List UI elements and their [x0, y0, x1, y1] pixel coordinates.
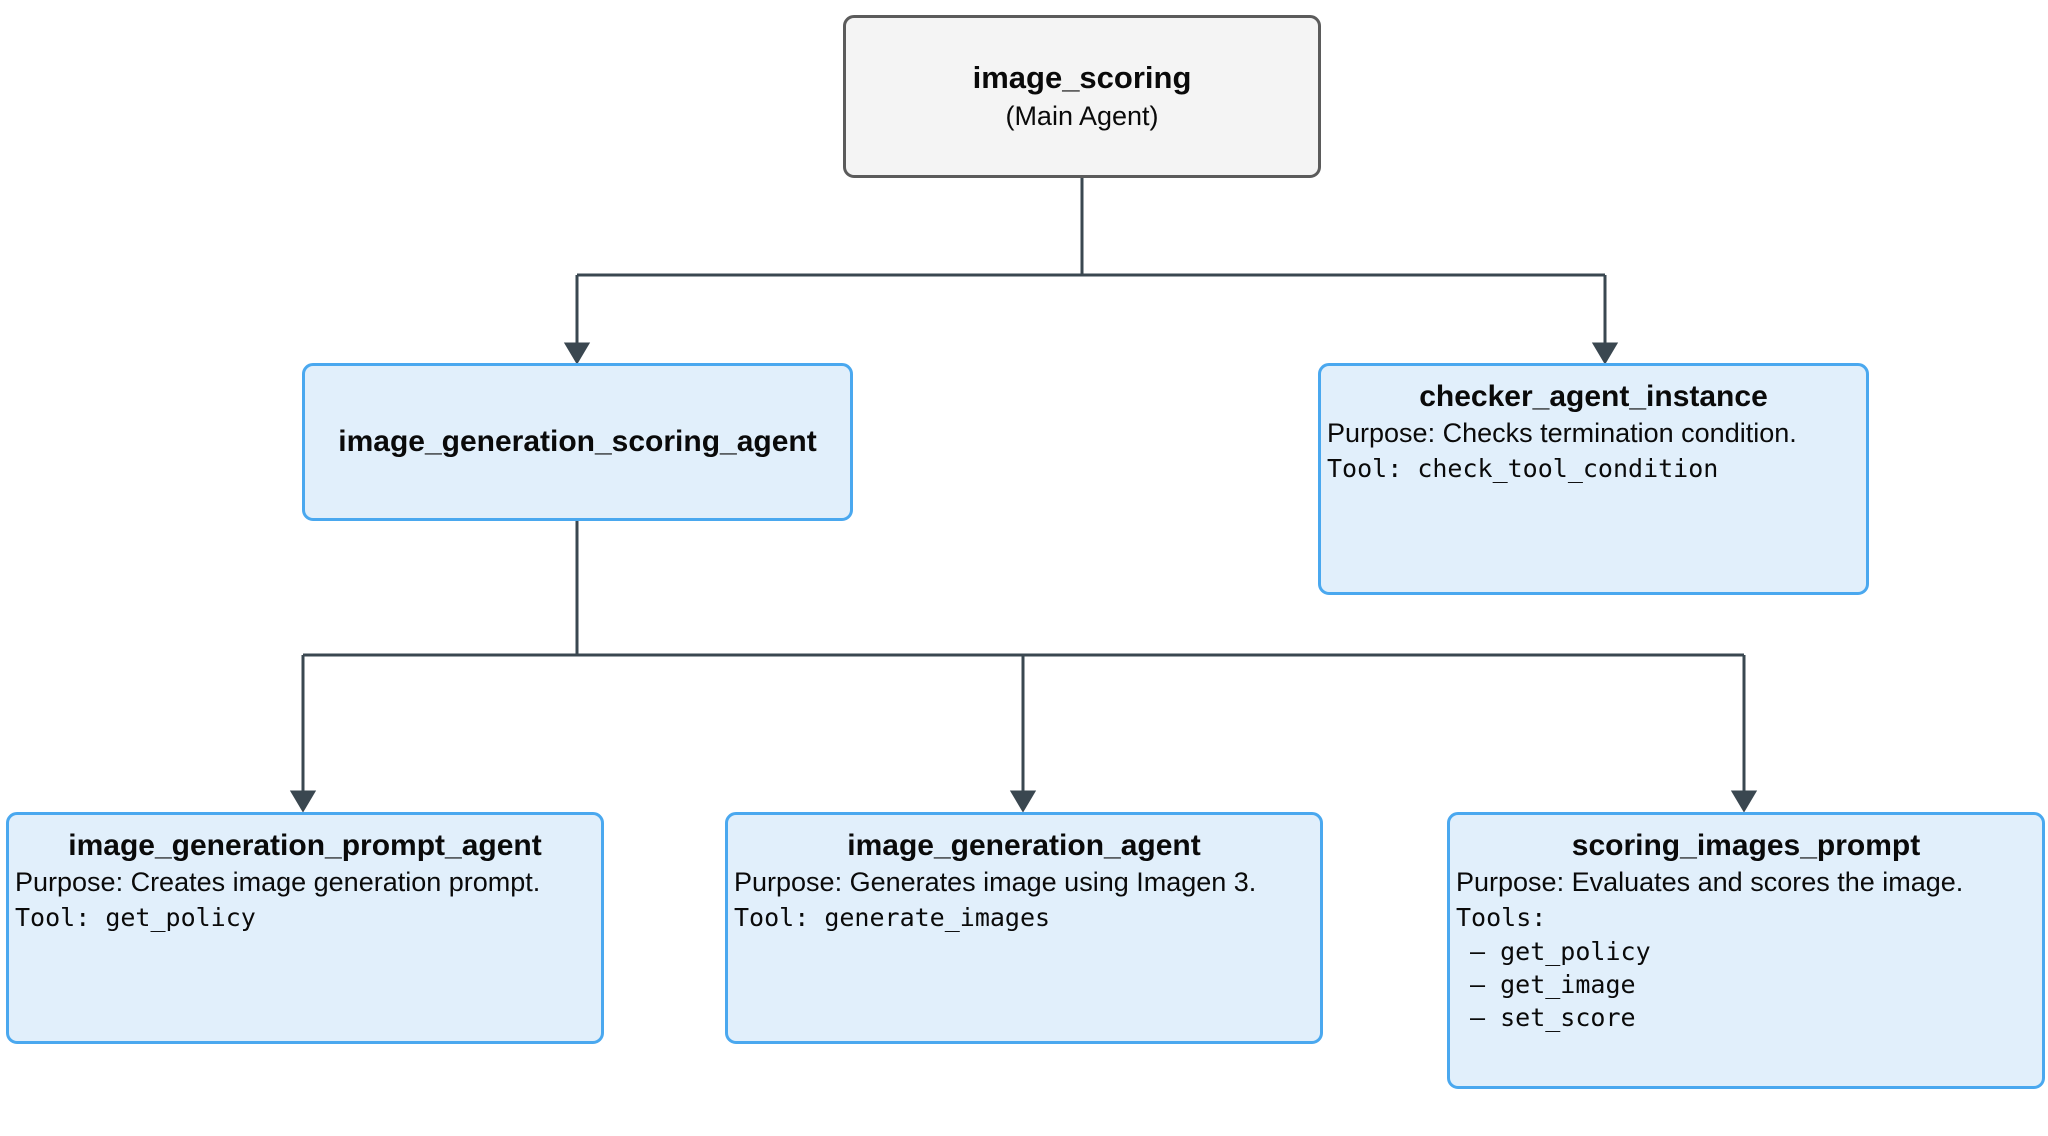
- node-title-image-scoring: image_scoring: [972, 59, 1192, 95]
- node-image-scoring[interactable]: image_scoring (Main Agent): [843, 15, 1321, 178]
- node-body-scoring-prompt: Purpose: Evaluates and scores the image.…: [1450, 863, 2042, 1034]
- tool-label-generation-agent: Tool:: [734, 903, 825, 933]
- node-title-image-generation-prompt-agent: image_generation_prompt_agent: [68, 829, 542, 862]
- node-purpose-scoring-prompt: Purpose: Evaluates and scores the image.: [1456, 866, 1964, 897]
- node-body-generation-agent: Purpose: Generates image using Imagen 3.…: [728, 863, 1320, 935]
- tool-item-get-image: – get_image: [1470, 969, 1636, 999]
- node-purpose-generation-agent: Purpose: Generates image using Imagen 3.: [734, 866, 1257, 897]
- node-image-generation-agent[interactable]: image_generation_agent Purpose: Generate…: [725, 812, 1323, 1044]
- tool-item-set-score: – set_score: [1470, 1002, 1636, 1032]
- node-image-generation-prompt-agent[interactable]: image_generation_prompt_agent Purpose: C…: [6, 812, 604, 1044]
- node-tool-checker: Tool: check_tool_condition: [1327, 453, 1860, 486]
- node-scoring-images-prompt[interactable]: scoring_images_prompt Purpose: Evaluates…: [1447, 812, 2045, 1089]
- node-purpose-prompt-agent: Purpose: Creates image generation prompt…: [15, 866, 541, 897]
- tool-name-generate-images: generate_images: [824, 903, 1051, 933]
- node-body-prompt-agent: Purpose: Creates image generation prompt…: [9, 863, 601, 935]
- tool-item-get-policy: – get_policy: [1470, 936, 1651, 966]
- edge-root-to-children: [563, 178, 1619, 365]
- tools-list-scoring-prompt: – get_policy – get_image – set_score: [1456, 935, 2036, 1034]
- node-tool-generation-agent: Tool: generate_images: [734, 902, 1314, 935]
- node-title-image-generation-scoring-agent: image_generation_scoring_agent: [338, 425, 817, 459]
- tool-label-prompt-agent: Tool:: [15, 903, 106, 933]
- node-body-checker: Purpose: Checks termination condition. T…: [1321, 414, 1866, 486]
- node-title-checker-agent-instance: checker_agent_instance: [1419, 380, 1768, 413]
- tools-label-scoring-prompt: Tools:: [1456, 903, 1547, 933]
- node-checker-agent-instance[interactable]: checker_agent_instance Purpose: Checks t…: [1318, 363, 1869, 595]
- node-purpose-checker: Purpose: Checks termination condition.: [1327, 417, 1797, 448]
- node-title-wrap-scoring-agent: image_generation_scoring_agent: [338, 366, 816, 518]
- tool-name-get-policy: get_policy: [105, 903, 256, 933]
- node-title-scoring-images-prompt: scoring_images_prompt: [1571, 829, 1921, 862]
- node-tool-prompt-agent: Tool: get_policy: [15, 902, 595, 935]
- node-subtitle-main-agent: (Main Agent): [1005, 100, 1159, 131]
- tool-label-checker: Tool:: [1327, 454, 1418, 484]
- tool-name-check-tool-condition: check_tool_condition: [1417, 454, 1719, 484]
- node-title-image-generation-agent: image_generation_agent: [847, 829, 1201, 862]
- node-image-generation-scoring-agent[interactable]: image_generation_scoring_agent: [302, 363, 853, 521]
